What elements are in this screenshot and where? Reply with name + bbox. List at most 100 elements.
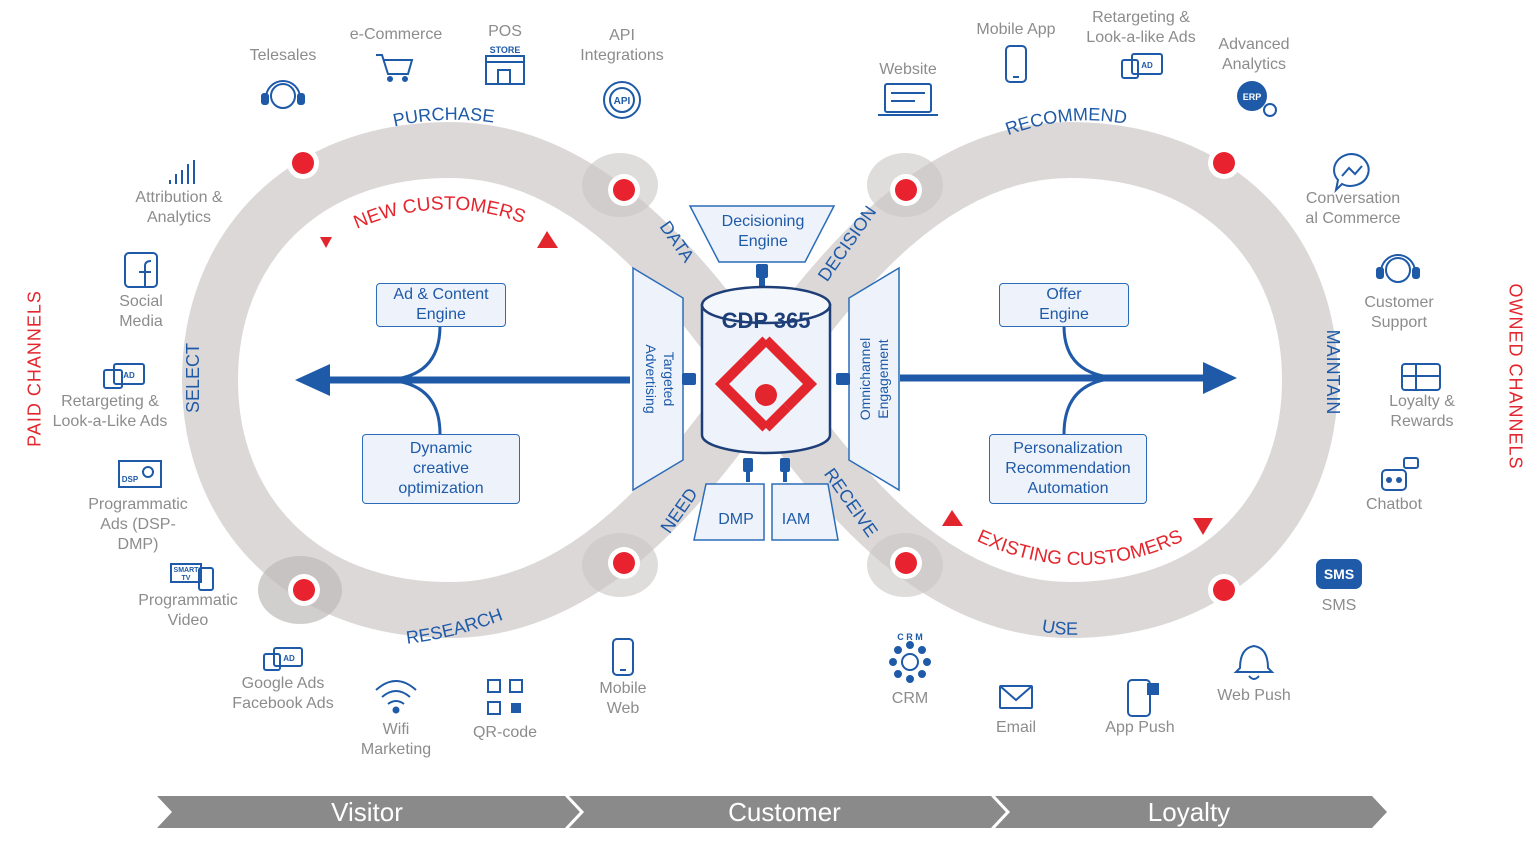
channel-loyalty: Loyalty & Rewards — [1389, 393, 1455, 430]
stage-loyalty: Loyalty — [1147, 797, 1231, 827]
channel-programmatic-video: Programmatic Video — [138, 592, 238, 629]
plug-connectors — [682, 264, 850, 482]
banner-visitor — [157, 796, 580, 828]
channel-google-facebook: Google Ads Facebook Ads — [232, 675, 334, 712]
bar-chart-icon — [169, 160, 195, 184]
triangle-marker — [942, 510, 963, 526]
triangle-marker — [1193, 518, 1213, 535]
channel-crm: CRM — [891, 690, 929, 707]
dynamic-creative-box: Dynamic creative optimization — [362, 434, 520, 504]
stage-customer: Customer — [728, 797, 841, 827]
ad-content-engine-box: Ad & Content Engine — [376, 283, 506, 327]
targeted-trapezoid — [632, 266, 684, 492]
cdp-cylinder — [700, 285, 832, 455]
banner-loyalty — [993, 796, 1387, 828]
channel-pos: POS — [488, 23, 522, 40]
api-icon-text: API — [614, 96, 631, 107]
ad-devices-icon — [263, 647, 303, 671]
segment-new-customers: NEW CUSTOMERS — [351, 193, 528, 233]
channel-website: Website — [879, 61, 937, 78]
dmp-label: DMP — [718, 511, 754, 528]
sms-icon-text: SMS — [1324, 566, 1354, 582]
owned-channels-label: OWNED CHANNELS — [1505, 283, 1526, 470]
laptop-icon — [878, 83, 938, 116]
channel-app-push: App Push — [1105, 719, 1175, 736]
erp-gear-icon — [1237, 81, 1277, 117]
channel-icons — [103, 45, 1441, 717]
omnichannel-trapezoid — [848, 266, 900, 492]
offer-engine-box: Offer Engine — [999, 283, 1129, 327]
loop-label-select: SELECT — [183, 343, 203, 413]
cdp-title: CDP 365 — [722, 308, 811, 333]
email-icon — [999, 685, 1033, 709]
chatbot-icon — [1381, 457, 1419, 491]
messenger-icon — [1333, 152, 1370, 194]
decisioning-engine-label: Decisioning Engine — [721, 213, 805, 250]
triangle-marker — [320, 237, 332, 248]
iam-label: IAM — [781, 511, 811, 528]
channel-retargeting-left: Retargeting & Look-a-Like Ads — [52, 393, 168, 430]
channel-advanced-analytics: Advanced Analytics — [1218, 36, 1290, 73]
gift-card-icon — [1401, 363, 1441, 391]
facebook-icon — [124, 252, 158, 288]
channel-web-push: Web Push — [1217, 687, 1291, 704]
left-arrow — [295, 325, 630, 435]
channel-wifi: Wifi Marketing — [360, 721, 432, 758]
qr-code-icon — [487, 679, 523, 715]
channel-attribution: Attribution & Analytics — [135, 189, 223, 226]
channel-email: Email — [995, 719, 1036, 736]
smart-tv-icon — [170, 563, 214, 591]
ad-icon-text: AD — [283, 654, 295, 663]
ad-icon-text: AD — [1141, 61, 1153, 70]
iam-trapezoid — [771, 483, 839, 541]
store-icon-text: STORE — [490, 45, 521, 55]
bell-icon — [1233, 644, 1275, 680]
dsp-icon-text: DSP — [122, 475, 139, 484]
targeted-advertising-label: Targeted Advertising — [643, 344, 677, 414]
banner-customer — [567, 796, 1006, 828]
api-gear-icon — [603, 81, 641, 119]
channel-chatbot: Chatbot — [1365, 496, 1423, 513]
decisioning-trapezoid — [688, 205, 836, 263]
channel-mobile-app: Mobile App — [976, 21, 1056, 38]
erp-icon-text: ERP — [1243, 92, 1262, 102]
omnichannel-engagement-label: Omnichannel Engagement — [857, 337, 891, 421]
channel-mobile-web: Mobile Web — [599, 680, 647, 717]
channel-api: API Integrations — [580, 27, 664, 64]
ad-devices-icon — [1121, 53, 1163, 79]
headset-icon — [261, 80, 305, 109]
dmp-trapezoid — [693, 483, 765, 541]
headset-icon — [1376, 254, 1420, 283]
stage-visitor: Visitor — [331, 797, 403, 827]
segment-existing-customers: EXISTING CUSTOMERS — [974, 526, 1186, 570]
wifi-icon — [375, 680, 417, 714]
channel-programmatic-ads: Programmatic Ads (DSP- DMP) — [88, 496, 188, 553]
channel-qr: QR-code — [472, 724, 538, 741]
stage-dots — [287, 147, 1240, 606]
app-push-icon — [1127, 679, 1159, 717]
channel-retargeting-right: Retargeting & Look-a-like Ads — [1086, 9, 1196, 46]
triangle-marker — [537, 231, 558, 248]
loop-label-use: USE — [1041, 616, 1078, 639]
ad-devices-icon — [103, 363, 145, 389]
mobile-phone-icon — [612, 638, 634, 676]
channel-customer-support: Customer Support — [1364, 294, 1434, 331]
channel-telesales: Telesales — [249, 47, 317, 64]
personalization-box: Personalization Recommendation Automatio… — [989, 434, 1147, 504]
channel-sms: SMS — [1321, 597, 1357, 614]
dsp-monitor-icon — [118, 460, 162, 488]
channel-social: Social Media — [119, 293, 163, 330]
sms-bubble-icon — [1316, 559, 1362, 589]
ad-icon-text: AD — [123, 371, 135, 380]
crm-network-icon — [889, 641, 931, 683]
channel-conversational: Conversation al Commerce — [1305, 190, 1401, 227]
right-arrow — [900, 325, 1237, 435]
crm-icon-text: C R M — [897, 632, 923, 642]
store-icon — [485, 55, 525, 85]
mobile-phone-icon — [1005, 45, 1027, 83]
loop-label-maintain: MAINTAIN — [1323, 330, 1343, 415]
channel-ecommerce: e-Commerce — [349, 26, 443, 43]
cart-icon — [376, 54, 414, 82]
